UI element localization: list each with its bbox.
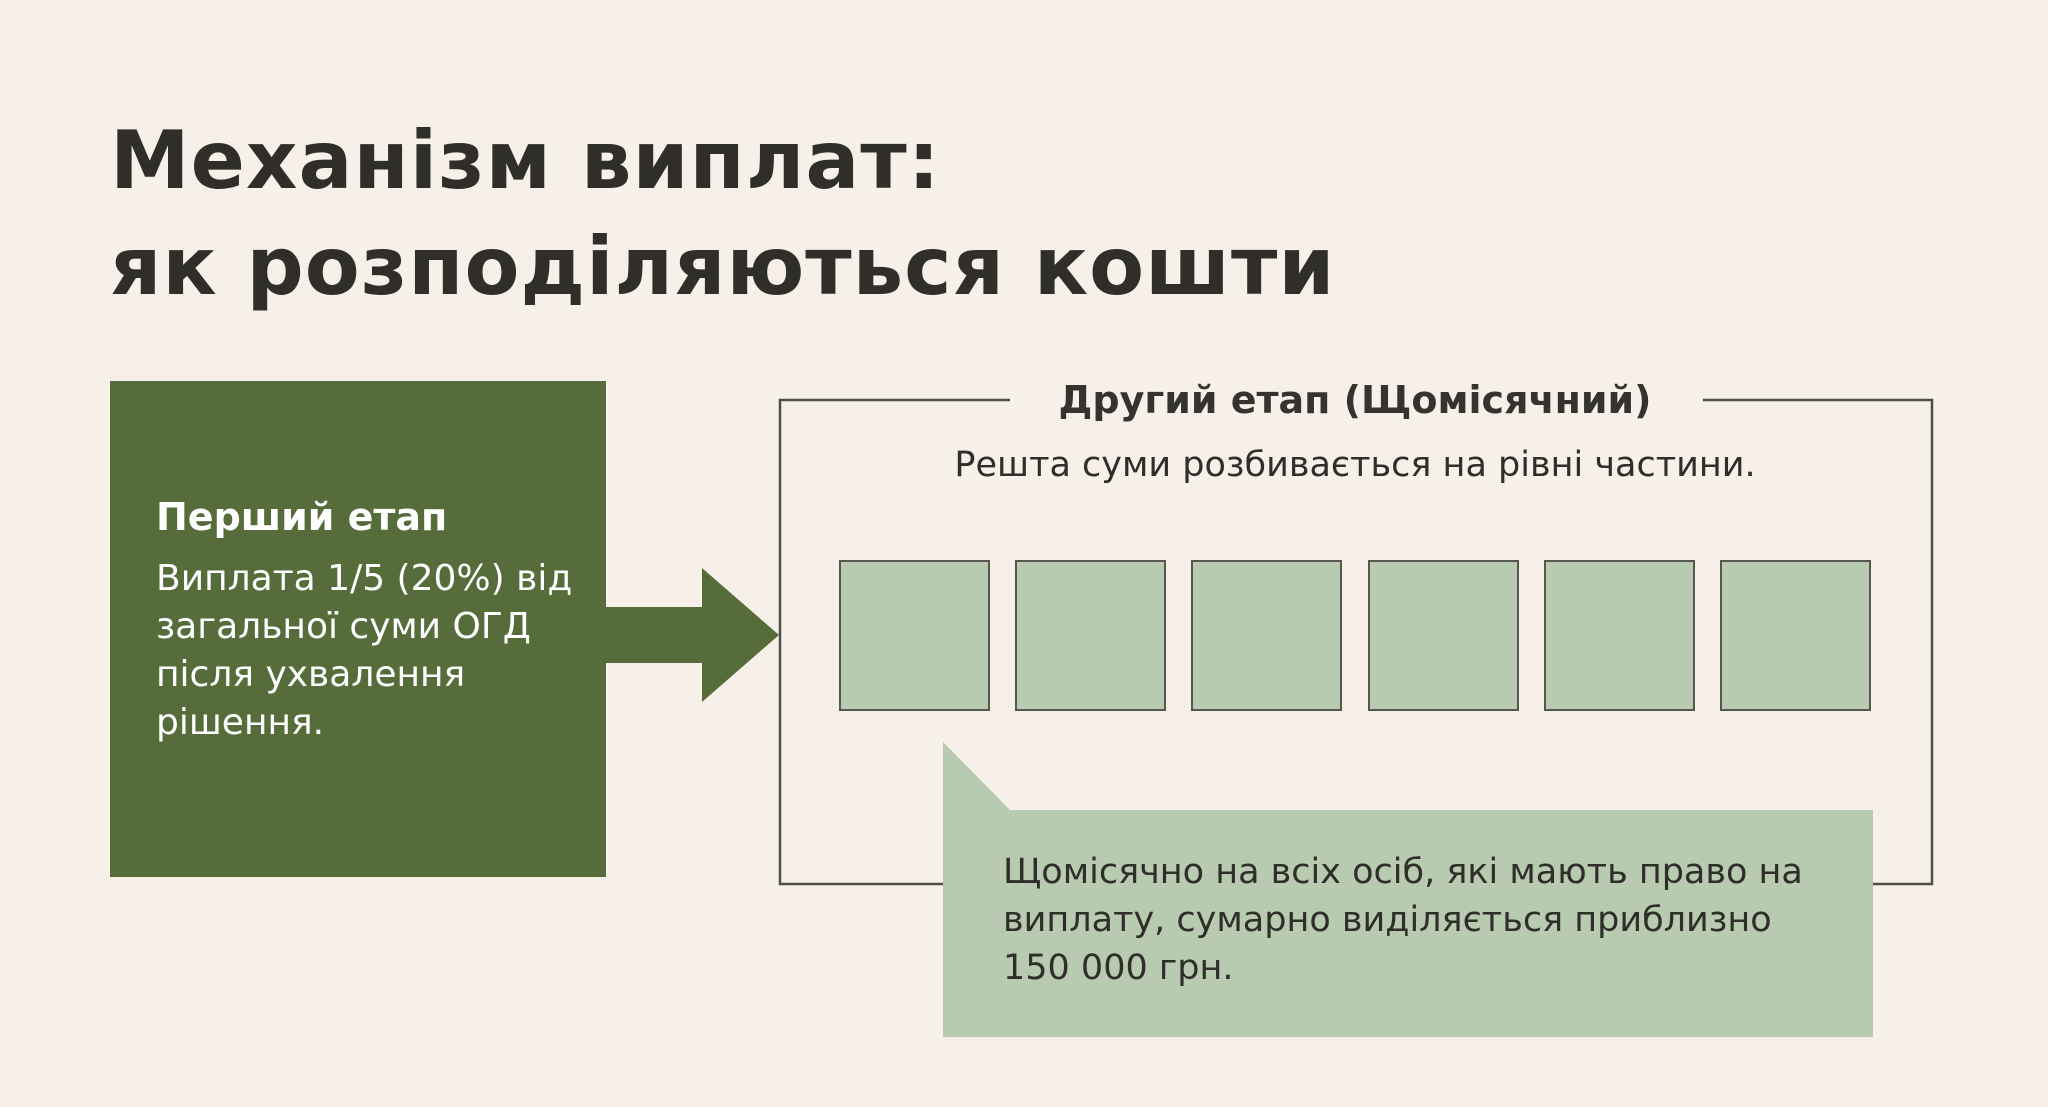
- callout-box: [943, 810, 1873, 1037]
- installment-box: [839, 560, 990, 711]
- page-title: Механізм виплат: як розподіляються кошти: [110, 108, 1335, 320]
- stage-one-description: Виплата 1/5 (20%) від загальної суми ОГД…: [156, 558, 573, 743]
- installment-box: [1191, 560, 1343, 711]
- callout-pointer: [943, 742, 1011, 811]
- right-arrow-icon: [604, 568, 779, 702]
- installment-box: [1367, 560, 1519, 711]
- callout-text: Щомісячно на всіх осіб, які мають право …: [1003, 852, 1803, 988]
- installment-box: [1015, 560, 1167, 711]
- installment-box: [1720, 560, 1871, 711]
- page-title-line-2: як розподіляються кошти: [110, 220, 1336, 313]
- stage-one-box: Перший етап Виплата 1/5 (20%) від загаль…: [110, 381, 606, 877]
- stage-two-subtitle: Решта суми розбивається на рівні частини…: [954, 445, 1756, 485]
- stage-two-heading: Другий етап (Щомісячний): [1058, 378, 1652, 422]
- stage-one-heading: Перший етап: [156, 495, 448, 539]
- installment-box: [1543, 560, 1695, 711]
- page-title-line-1: Механізм виплат:: [110, 114, 941, 207]
